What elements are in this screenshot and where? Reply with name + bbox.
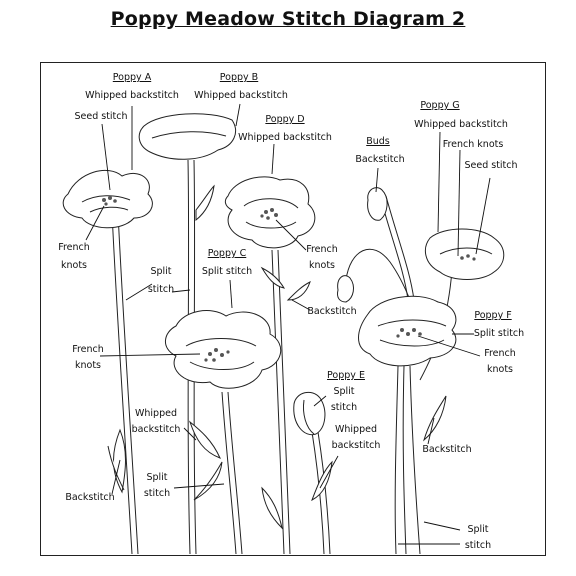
label-french-knots-left-1: French xyxy=(72,344,104,355)
label-poppy-e-whipped-1: Whipped xyxy=(335,424,377,435)
label-split-stitch-low-1: Split xyxy=(146,472,168,483)
buds xyxy=(337,187,388,303)
poppy-g xyxy=(424,228,505,280)
label-poppy-a: Poppy A xyxy=(112,72,152,83)
label-split-stitch-1: Split xyxy=(150,266,172,277)
label-poppy-f-french-knots-2: knots xyxy=(486,364,514,375)
label-poppy-e-split-2: stitch xyxy=(330,402,358,413)
leaf-poppy-e xyxy=(311,460,333,502)
poppy-d xyxy=(224,176,316,249)
label-poppy-g-french-knots: French knots xyxy=(442,139,504,150)
label-poppy-b: Poppy B xyxy=(219,72,259,83)
label-backstitch-left: Backstitch xyxy=(65,492,115,503)
leaf-poppy-b xyxy=(195,184,215,222)
label-poppy-a-french-knots-1: French xyxy=(58,242,90,253)
label-poppy-d-french-knots-2: knots xyxy=(308,260,336,271)
leaf-left-low-b xyxy=(107,445,125,491)
label-poppy-c-split-stitch: Split stitch xyxy=(201,266,253,277)
label-split-stitch-right-2: stitch xyxy=(464,540,492,551)
diagram-frame xyxy=(40,62,546,556)
label-backstitch-mid: Backstitch xyxy=(307,306,357,317)
label-poppy-a-seed-stitch: Seed stitch xyxy=(74,111,128,122)
stem-poppy-f xyxy=(394,365,421,555)
poppy-c xyxy=(165,310,282,389)
label-leaf-whipped-2: backstitch xyxy=(131,424,181,435)
leaf-right-mid xyxy=(423,395,447,442)
label-poppy-g-whipped-backstitch: Whipped backstitch xyxy=(414,119,508,130)
leaf-mid-left xyxy=(188,420,221,459)
label-poppy-c: Poppy C xyxy=(207,248,247,259)
label-poppy-d: Poppy D xyxy=(265,114,305,125)
leaf-poppy-e-b xyxy=(261,486,283,530)
label-poppy-g-seed-stitch: Seed stitch xyxy=(464,160,518,171)
label-poppy-a-french-knots-2: knots xyxy=(60,260,88,271)
page-title: Poppy Meadow Stitch Diagram 2 xyxy=(110,8,466,30)
stem-poppy-a xyxy=(111,211,139,555)
label-buds: Buds xyxy=(366,136,390,147)
poppy-a xyxy=(62,169,153,229)
label-poppy-g: Poppy G xyxy=(420,100,460,111)
label-split-stitch-right-1: Split xyxy=(467,524,489,535)
label-poppy-f: Poppy F xyxy=(474,310,512,321)
poppy-f xyxy=(358,295,457,367)
label-buds-backstitch: Backstitch xyxy=(355,154,405,165)
stem-poppy-c xyxy=(221,391,243,555)
stem-bud-curve xyxy=(345,248,411,301)
label-poppy-d-french-knots-1: French xyxy=(306,244,338,255)
label-poppy-f-french-knots-1: French xyxy=(484,348,516,359)
poppy-b xyxy=(138,113,236,160)
label-leaf-whipped-1: Whipped xyxy=(135,408,177,419)
label-poppy-d-whipped-backstitch: Whipped backstitch xyxy=(238,132,332,143)
label-poppy-e-split-1: Split xyxy=(333,386,355,397)
label-poppy-e: Poppy E xyxy=(327,370,365,381)
label-backstitch-right: Backstitch xyxy=(422,444,472,455)
label-poppy-f-split-stitch: Split stitch xyxy=(473,328,525,339)
leaf-poppy-d-b xyxy=(286,281,311,301)
leaf-mid-left-b xyxy=(193,461,223,501)
pointer-arrows xyxy=(85,103,491,545)
label-poppy-a-whipped-backstitch: Whipped backstitch xyxy=(85,90,179,101)
label-french-knots-left-2: knots xyxy=(74,360,102,371)
label-poppy-b-whipped-backstitch: Whipped backstitch xyxy=(194,90,288,101)
label-split-stitch-low-2: stitch xyxy=(143,488,171,499)
label-poppy-e-whipped-2: backstitch xyxy=(331,440,381,451)
poppy-e xyxy=(293,391,326,436)
label-split-stitch-2: stitch xyxy=(147,284,175,295)
leaf-poppy-d xyxy=(260,266,286,289)
